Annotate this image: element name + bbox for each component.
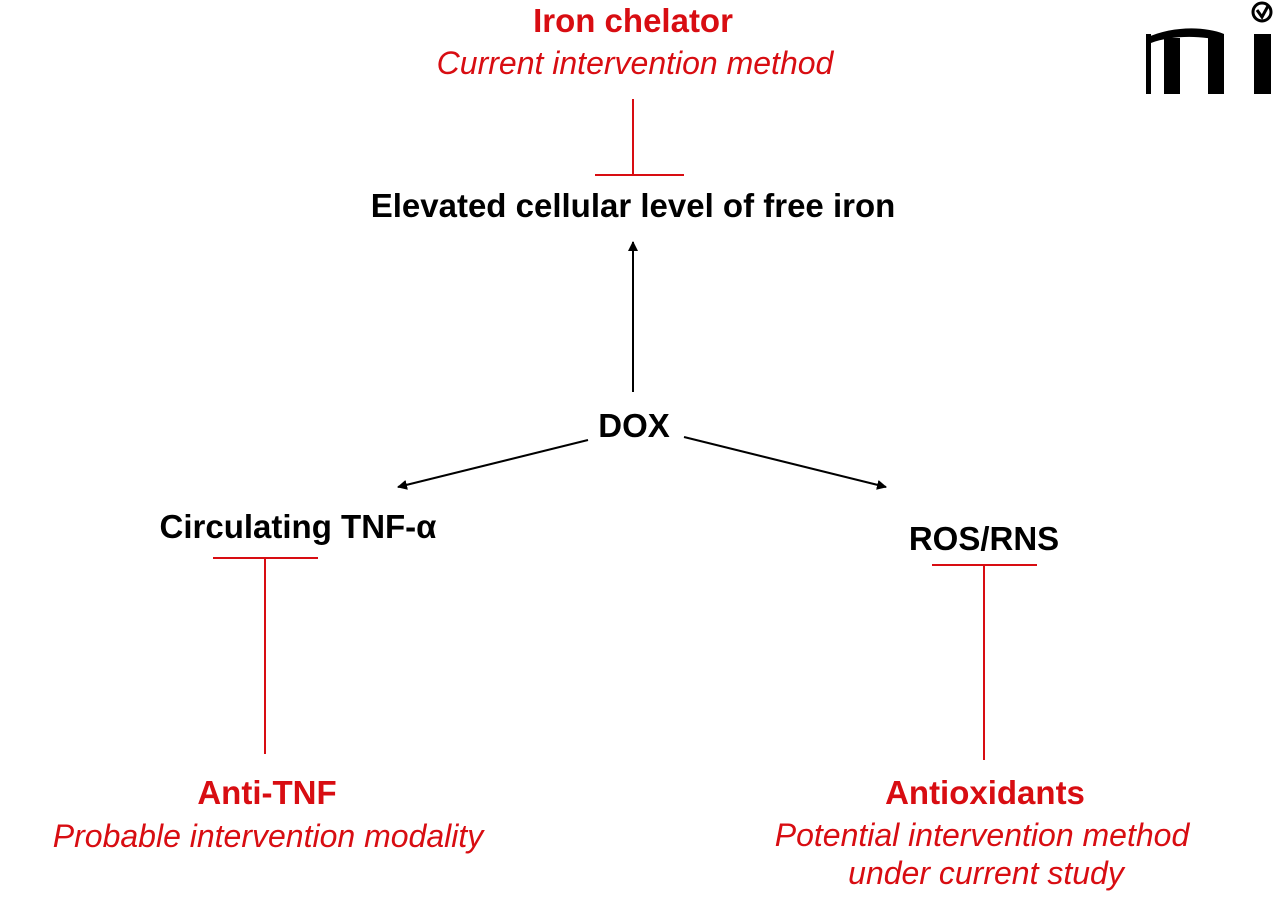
iron-chelator-subtitle: Current intervention method xyxy=(436,45,834,81)
arrow-dox-to-tnf xyxy=(397,439,589,490)
inhibition-anti-tnf-to-tnf xyxy=(213,557,318,754)
inhibition-antioxidants-to-ros xyxy=(932,564,1037,760)
arrow-dox-to-ros xyxy=(683,436,887,490)
antioxidants-subtitle-line1: Potential intervention method xyxy=(774,817,1190,853)
node-free-iron: Elevated cellular level of free iron xyxy=(370,187,896,224)
iron-chelator-title: Iron chelator xyxy=(533,2,733,39)
node-ros-rns: ROS/RNS xyxy=(908,520,1060,557)
mi-journal-logo-icon xyxy=(1146,1,1273,94)
anti-tnf-title: Anti-TNF xyxy=(197,774,337,811)
inhibition-iron-chelator-to-free-iron xyxy=(595,99,684,176)
node-tnf: Circulating TNF-α xyxy=(159,508,437,545)
node-dox: DOX xyxy=(598,407,670,444)
antioxidants-subtitle-line2: under current study xyxy=(848,855,1124,891)
anti-tnf-subtitle: Probable intervention modality xyxy=(52,818,484,854)
antioxidants-title: Antioxidants xyxy=(885,774,1085,811)
